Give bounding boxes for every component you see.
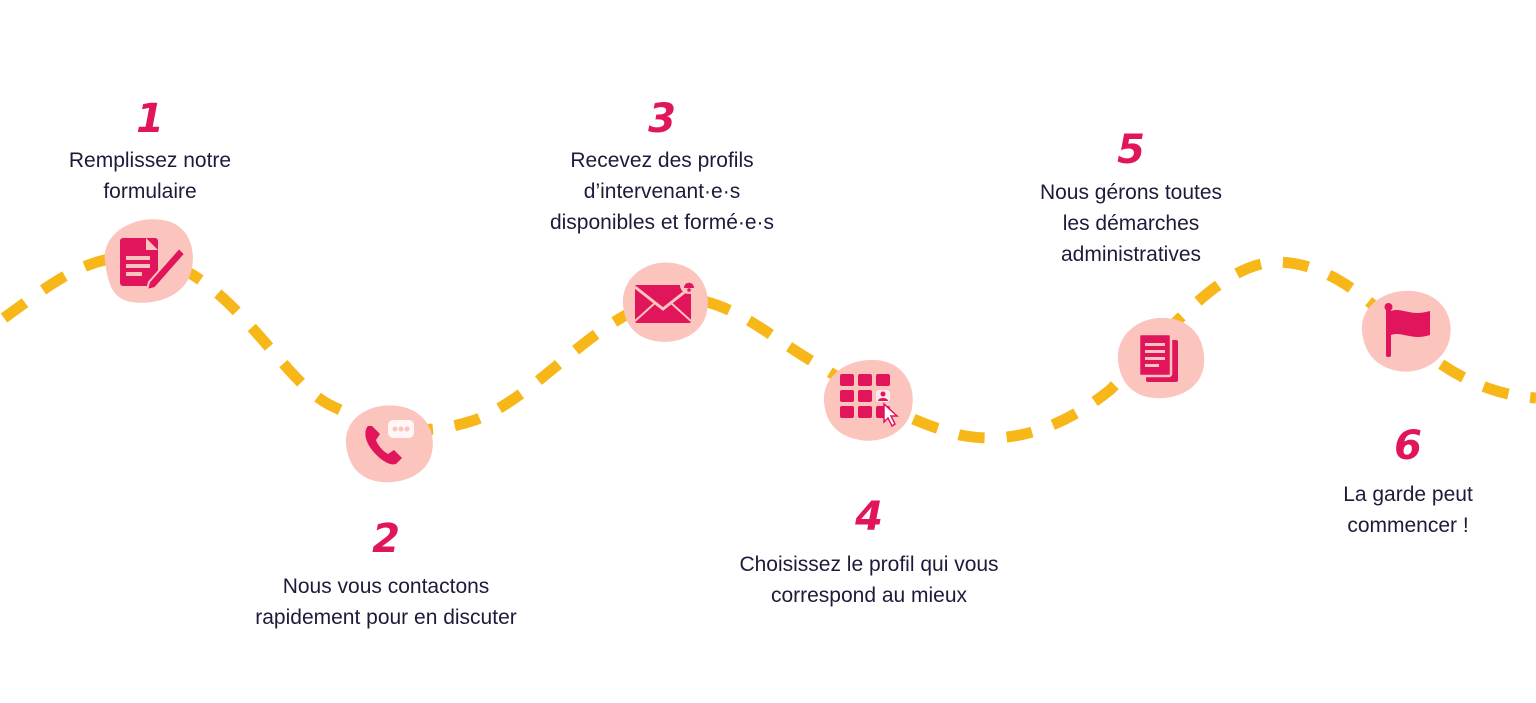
step-6-label: La garde peut commencer !: [1228, 479, 1536, 541]
step-4-label: Choisissez le profil qui vous correspond…: [689, 549, 1049, 611]
step-3-label: Recevez des profils d’intervenant·e·s di…: [482, 145, 842, 238]
step-2-number: 2: [372, 516, 400, 562]
phone-chat-icon: [345, 405, 433, 483]
profile-grid-select-icon: [823, 359, 913, 441]
step-1-line-2: formulaire: [103, 180, 197, 203]
step-3-line-1: Recevez des profils: [570, 149, 754, 172]
step-1-line-1: Remplissez notre: [68, 149, 232, 172]
flag-icon: [1361, 290, 1451, 372]
step-5-line-1: Nous gérons toutes: [1039, 181, 1223, 204]
step-1-label: Remplissez notre formulaire: [0, 145, 330, 207]
step-5-number: 5: [1117, 127, 1145, 173]
envelope-notification-icon: [622, 262, 708, 342]
step-2-line-1: Nous vous contactons: [282, 575, 490, 598]
document-edit-icon: [104, 219, 193, 303]
step-3-line-2: d’intervenant·e·s: [583, 180, 741, 203]
documents-icon: [1117, 317, 1205, 399]
step-2-label: Nous vous contactons rapidement pour en …: [206, 571, 566, 633]
step-4-number: 4: [855, 494, 883, 540]
step-5-line-2: les démarches: [1062, 212, 1200, 235]
step-3-number: 3: [648, 96, 676, 142]
step-1-number: 1: [136, 96, 164, 142]
step-6-line-2: commencer !: [1347, 514, 1469, 537]
step-4-line-2: correspond au mieux: [770, 584, 968, 607]
step-3-line-3: disponibles et formé·e·s: [549, 211, 775, 234]
step-5-line-3: administratives: [1060, 243, 1202, 266]
step-6-number: 6: [1394, 423, 1422, 469]
step-5-label: Nous gérons toutes les démarches adminis…: [951, 177, 1311, 270]
step-4-line-1: Choisissez le profil qui vous: [739, 553, 999, 576]
step-2-line-2: rapidement pour en discuter: [255, 606, 517, 629]
step-6-line-1: La garde peut: [1343, 483, 1473, 506]
